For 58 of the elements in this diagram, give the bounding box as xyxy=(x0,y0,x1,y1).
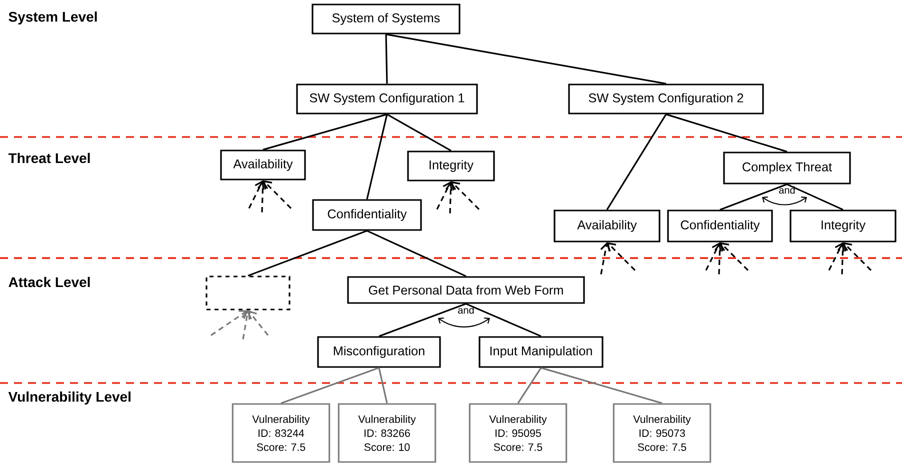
connector-line xyxy=(540,367,662,404)
connector-line xyxy=(378,368,388,404)
dashed-arrow xyxy=(436,181,452,210)
dashed-arrow xyxy=(248,180,264,209)
dashed-arrow xyxy=(828,242,844,271)
connector-line xyxy=(786,184,844,210)
connector-line xyxy=(666,114,788,152)
connector-line xyxy=(606,114,667,210)
connector-line xyxy=(517,367,542,404)
dashed-arrow xyxy=(600,242,611,274)
dashed-arrow xyxy=(714,242,726,274)
connector-line xyxy=(386,114,452,152)
dashed-arrow xyxy=(843,242,872,271)
node-box: Get Personal Data from Web Form xyxy=(347,276,585,304)
dashed-arrow xyxy=(451,181,480,210)
empty-box xyxy=(206,276,290,310)
connector-line xyxy=(262,114,388,150)
node-box: Complex Threat xyxy=(723,152,851,184)
dashed-arrow xyxy=(837,242,848,274)
dashed-arrow xyxy=(263,180,292,209)
level-label: Vulnerability Level xyxy=(8,391,130,405)
dashed-arrow xyxy=(445,181,456,214)
dashed-arrow xyxy=(248,310,269,336)
vulnerability-box: Vulnerability ID: 83244 Score: 7.5 xyxy=(232,403,330,463)
vulnerability-box: Vulnerability ID: 95095 Score: 7.5 xyxy=(468,403,568,463)
node-box: SW System Configuration 2 xyxy=(568,84,764,114)
connector-line xyxy=(466,303,542,337)
node-box: Integrity xyxy=(407,150,495,182)
connector-line xyxy=(248,230,368,276)
connector-line xyxy=(386,34,666,84)
vulnerability-box: Vulnerability ID: 95073 Score: 7.5 xyxy=(612,403,712,463)
node-box: Confidentiality xyxy=(667,210,773,242)
connector-line xyxy=(385,34,388,84)
node-box: Confidentiality xyxy=(312,199,422,231)
level-label: Threat Level xyxy=(8,152,90,164)
connector-line xyxy=(366,230,466,277)
connector-line xyxy=(378,303,466,337)
node-box: System of Systems xyxy=(312,4,460,34)
node-box: Misconfiguration xyxy=(317,336,441,368)
dashed-arrow xyxy=(210,310,248,336)
node-box: Availability xyxy=(220,150,306,180)
dashed-arrow xyxy=(720,242,749,271)
node-box: Availability xyxy=(554,210,660,242)
node-box: Integrity xyxy=(790,210,896,242)
dashed-arrow xyxy=(241,310,252,340)
vulnerability-box: Vulnerability ID: 83266 Score: 10 xyxy=(338,403,436,463)
level-label: System Level xyxy=(8,11,97,25)
dashed-arrow xyxy=(257,180,268,212)
connector-line xyxy=(720,184,788,210)
and-label: and xyxy=(779,186,795,194)
node-box: Input Manipulation xyxy=(478,336,604,368)
level-label: Attack Level xyxy=(8,276,90,288)
and-label: and xyxy=(458,306,474,314)
connector-line xyxy=(280,367,380,404)
node-box: SW System Configuration 1 xyxy=(296,84,478,114)
dashed-arrow xyxy=(607,242,636,271)
dashed-arrow xyxy=(705,242,722,271)
connector-line xyxy=(366,114,388,200)
